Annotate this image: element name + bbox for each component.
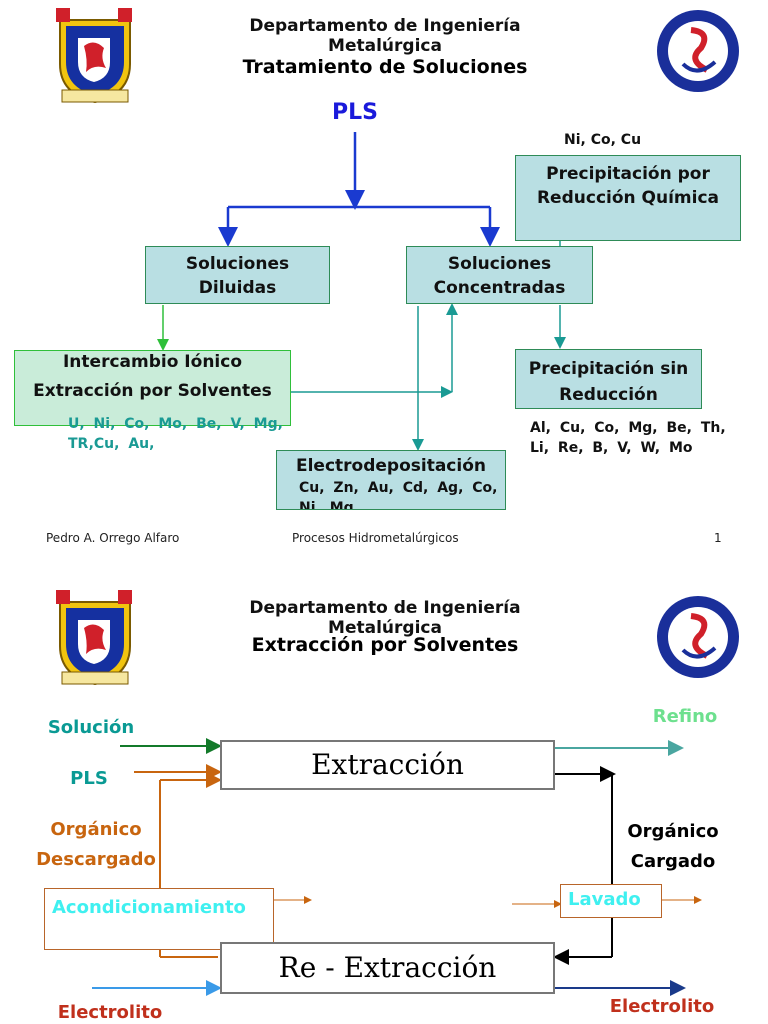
intercambio-line1: Intercambio Iónico — [62, 352, 242, 372]
department-name: Departamento de Ingeniería Metalúrgica — [249, 16, 521, 56]
precip-reduccion-elements: Ni, Co, Cu — [564, 132, 642, 148]
slide-extraccion-solventes: Departamento de Ingeniería Metalúrgica E… — [0, 512, 768, 1024]
label-electrolito-pobre: Electrolito Pobre — [57, 1002, 163, 1023]
metalurgia-department-logo — [657, 596, 739, 678]
box-reextraccion: Re - Extracción — [220, 942, 555, 994]
university-crest-logo — [56, 8, 132, 104]
label-lavado: Lavado — [568, 889, 641, 910]
box-electrodepositacion: Electrodepositación Cu, Zn, Au, Cd, Ag, … — [276, 450, 506, 510]
box-precipitacion-reduccion: Precipitación por Reducción Química — [515, 155, 741, 241]
pls-label: PLS — [332, 100, 378, 125]
box-precipitacion-sin-reduccion: Precipitación sin Reducción — [515, 349, 702, 409]
label-organico-cargado: Orgánico Cargado — [627, 821, 719, 872]
university-crest-logo — [56, 590, 132, 686]
label-acondicionamiento: Acondicionamiento — [52, 897, 246, 918]
label-solucion-rica: Solución Rica — [47, 717, 135, 741]
slide-title: Tratamiento de Soluciones — [242, 56, 528, 78]
flow-arrows — [157, 132, 566, 451]
electro-elements: Cu, Zn, Au, Cd, Ag, Co, Ni, Mg — [299, 480, 498, 510]
metalurgia-department-logo — [657, 10, 739, 92]
precip-sin-elements: Al, Cu, Co, Mg, Be, Th, Li, Re, B, V, W,… — [530, 420, 726, 456]
footer-author: Pedro A. Orrego Alfaro — [46, 531, 180, 545]
label-organico-descargado: Orgánico Descargado — [36, 819, 156, 870]
box-soluciones-concentradas: Soluciones Concentradas — [406, 246, 593, 304]
box-soluciones-diluidas: Soluciones Diluidas — [145, 246, 330, 304]
slide-title: Extracción por Solventes — [251, 634, 519, 656]
footer-page-number: 1 — [714, 531, 722, 545]
label-electrolito-rico: Electrolito Rico — [609, 996, 715, 1024]
electro-title: Electrodepositación — [295, 456, 486, 476]
label-refino: Refino — [652, 706, 718, 727]
intercambio-line2: Extracción por Solventes — [33, 381, 272, 401]
box-acondicionamiento — [44, 888, 274, 950]
label-pls: PLS — [70, 768, 108, 789]
box-lavado — [560, 884, 662, 918]
box-extraccion: Extracción — [220, 740, 555, 790]
footer-course: Procesos Hidrometalúrgicos — [292, 531, 459, 545]
box-intercambio-ionico: Intercambio Iónico Extracción por Solven… — [14, 350, 291, 426]
department-name: Departamento de Ingeniería Metalúrgica — [249, 598, 521, 638]
intercambio-elements: U, Ni, Co, Mo, Be, V, Mg, TR,Cu, Au, — [68, 416, 283, 452]
slide-tratamiento: Departamento de Ingeniería Metalúrgica T… — [14, 8, 741, 545]
